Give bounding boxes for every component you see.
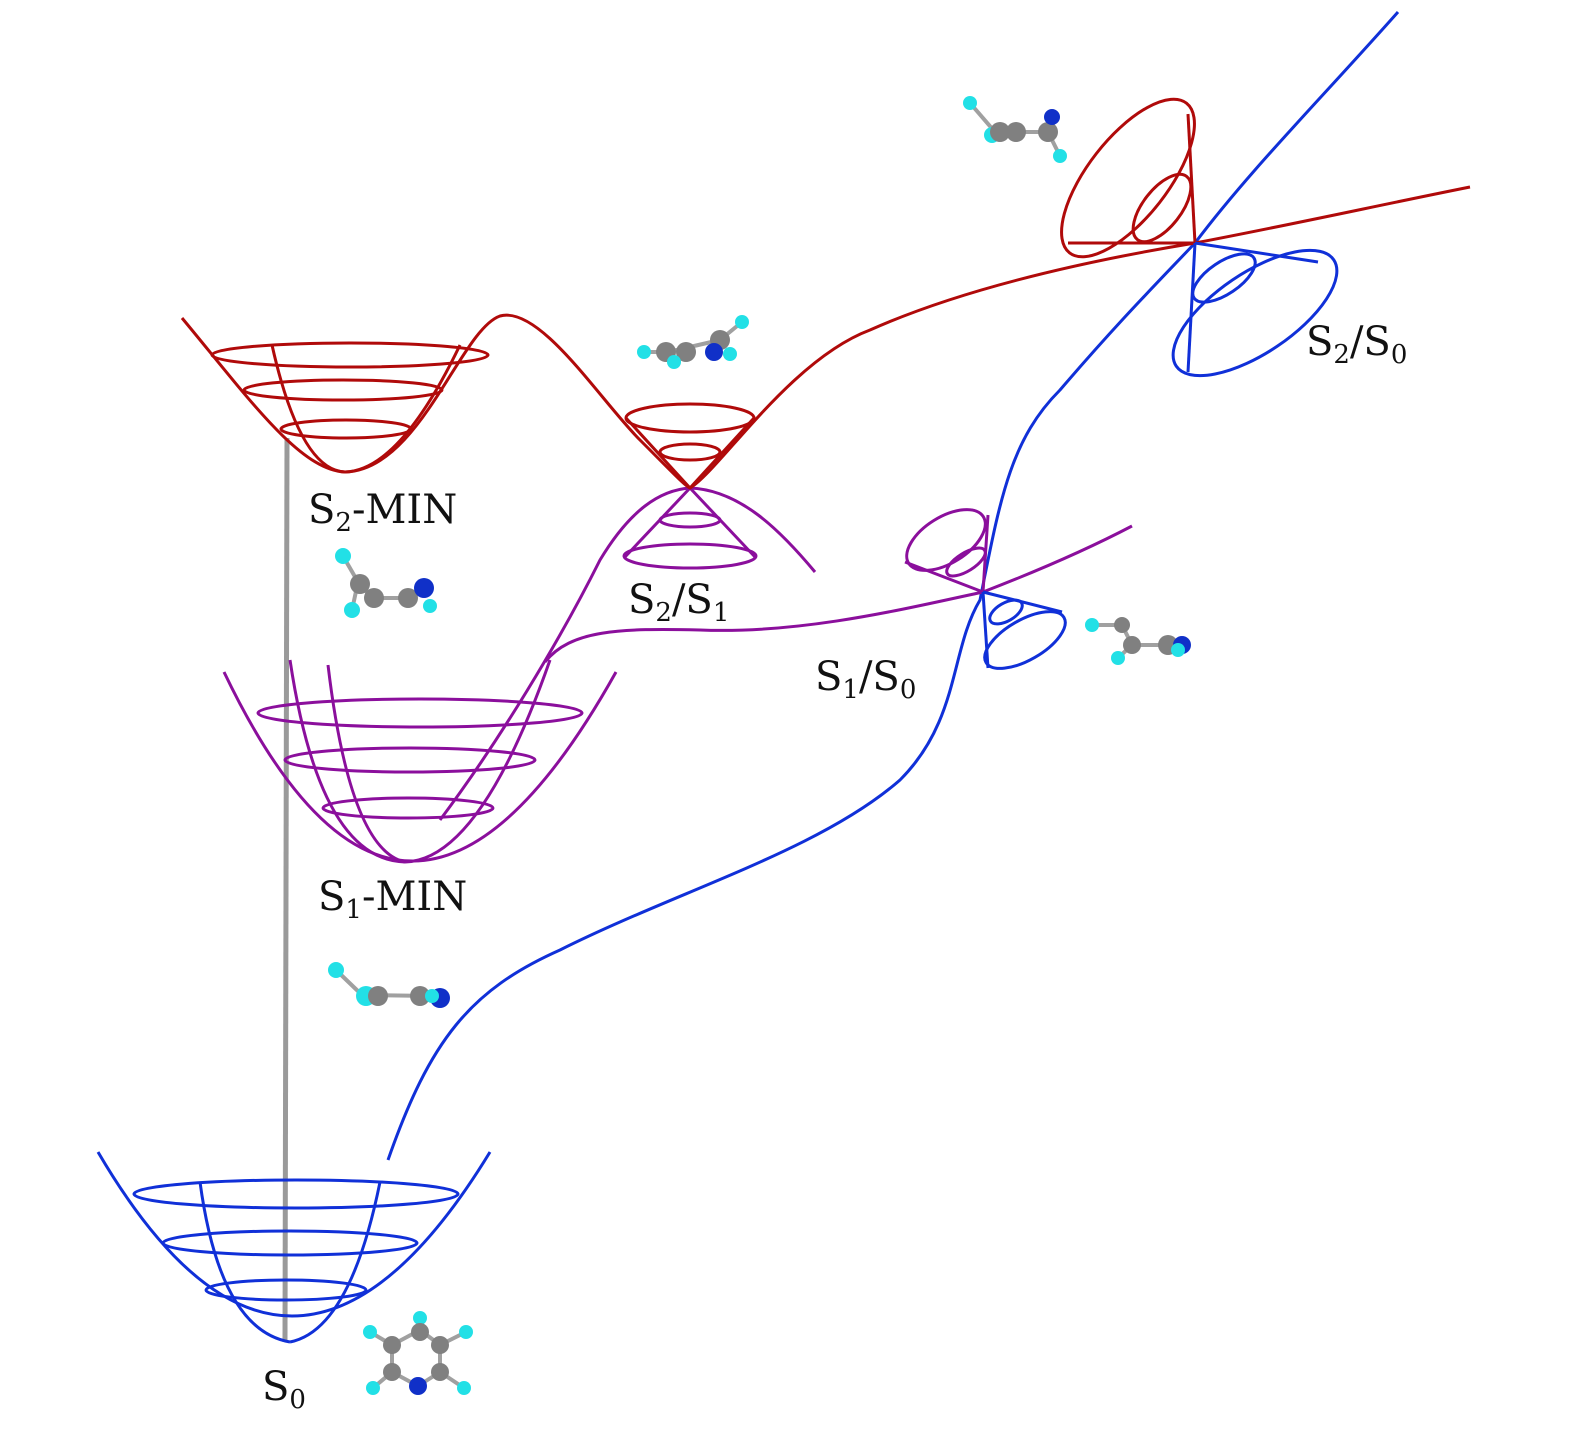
s0-reaction-path bbox=[386, 11, 1400, 1161]
molecule-s2s1 bbox=[637, 315, 749, 369]
s1-path-to-s2s1 bbox=[438, 486, 817, 821]
molecule-s1s0 bbox=[1085, 617, 1191, 665]
s1-path-to-s1s0 bbox=[543, 524, 1133, 663]
label-s2s1: S2/S1 bbox=[628, 577, 729, 628]
molecule-s2s0 bbox=[963, 96, 1067, 163]
s0-lower-cones bbox=[981, 241, 1339, 670]
s1-bowl-inner-left bbox=[288, 659, 406, 864]
label-s1-min: S1-MIN bbox=[318, 874, 467, 925]
s0-bowl-inner-left bbox=[198, 1181, 291, 1344]
molecule-s1-min bbox=[328, 962, 450, 1008]
label-s2-min: S2-MIN bbox=[308, 487, 457, 538]
s1-bowl-inner-right bbox=[404, 659, 552, 864]
s2-surface bbox=[180, 97, 1471, 490]
label-s2s0: S2/S0 bbox=[1306, 319, 1407, 370]
s2-bowl-inner-right bbox=[344, 344, 462, 474]
label-s0: S0 bbox=[262, 1364, 306, 1415]
label-s1s0: S1/S0 bbox=[815, 654, 916, 705]
molecule-s2-min bbox=[335, 548, 437, 618]
s2-bowl-inner-left bbox=[270, 344, 346, 474]
vertical-excitation-line bbox=[282, 437, 290, 1343]
s1-surface bbox=[222, 486, 1133, 864]
s0-bowl-outline bbox=[96, 1151, 492, 1318]
s2-bowl-outline bbox=[180, 185, 1471, 490]
molecule-s0-pyridine bbox=[363, 1311, 473, 1395]
